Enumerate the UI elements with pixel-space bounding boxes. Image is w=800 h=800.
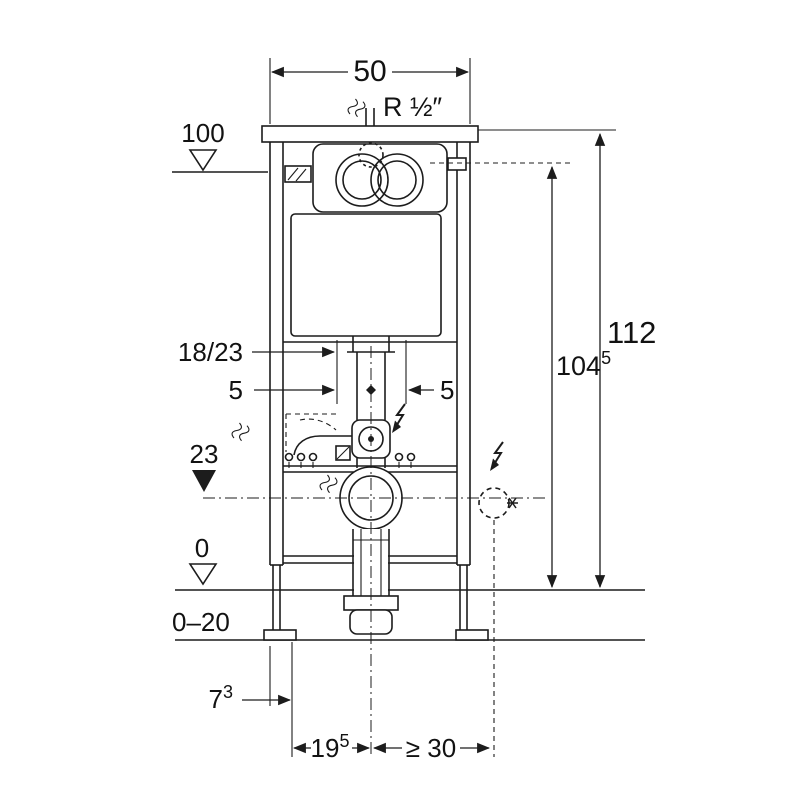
extension-lines xyxy=(269,58,616,757)
outlet-reference-label: 23 xyxy=(190,439,219,469)
level-marker-0 xyxy=(188,563,218,586)
actuator-height-label: 1045 xyxy=(556,348,611,381)
fixing-point xyxy=(308,452,318,462)
outlet-socket-inner xyxy=(348,475,394,521)
alternative-outlet-dashed-circle xyxy=(478,487,510,519)
flush-button-small xyxy=(370,153,424,207)
total-height-label: 112 xyxy=(607,315,656,350)
fixing-point xyxy=(296,452,306,462)
level-marker-100 xyxy=(188,149,218,172)
outlet-offset-label: 195 xyxy=(311,731,350,763)
offset-right-label: 5 xyxy=(440,375,454,405)
actuator-plate xyxy=(312,143,448,213)
wall-bracket-right xyxy=(447,157,467,171)
floor-reference-label: 0 xyxy=(195,533,209,563)
right-foot-plate xyxy=(455,629,489,641)
flush-button-large xyxy=(335,153,389,207)
cistern-tank xyxy=(290,213,442,337)
water-squiggle-icon xyxy=(318,473,339,495)
center-marker xyxy=(366,385,376,395)
reference-lines xyxy=(172,171,645,641)
bracket-depth-label: 18/23 xyxy=(178,337,243,367)
outlet-min-label: ≥ 30 xyxy=(406,733,456,763)
dimension-lines xyxy=(242,66,606,754)
level-markers xyxy=(188,149,218,586)
top-reference-label: 100 xyxy=(181,118,224,148)
frame-width-label: 50 xyxy=(353,55,386,88)
electric-bolt-icon xyxy=(489,441,504,472)
supply-offset-label: 73 xyxy=(209,682,233,714)
water-inlet-dashed-circle xyxy=(358,142,384,168)
fixing-point xyxy=(284,452,294,462)
frame-top-bar xyxy=(261,125,479,143)
electric-bolt-icon xyxy=(391,403,406,434)
offset-left-label: 5 xyxy=(229,375,243,405)
water-squiggle-icon xyxy=(230,421,251,443)
centerlines xyxy=(203,346,545,757)
water-supply-detail xyxy=(284,413,416,468)
fixing-point xyxy=(406,452,416,462)
level-marker-23 xyxy=(192,470,216,492)
water-squiggle-icon xyxy=(346,97,367,119)
supply-hose xyxy=(293,435,352,456)
dimension-labels: 50 R ½″ 100 112 1045 18/23 5 5 23 0 0–20… xyxy=(172,55,656,763)
waste-outlet xyxy=(339,466,403,635)
cistern xyxy=(284,108,467,337)
alternative-outlet xyxy=(478,487,518,519)
asterisk-mark xyxy=(507,497,518,509)
fixing-point xyxy=(394,452,404,462)
left-foot-plate xyxy=(263,629,297,641)
floor-range-label: 0–20 xyxy=(172,607,230,637)
mounting-frame xyxy=(261,125,489,641)
water-connection-label: R ½″ xyxy=(383,92,443,122)
